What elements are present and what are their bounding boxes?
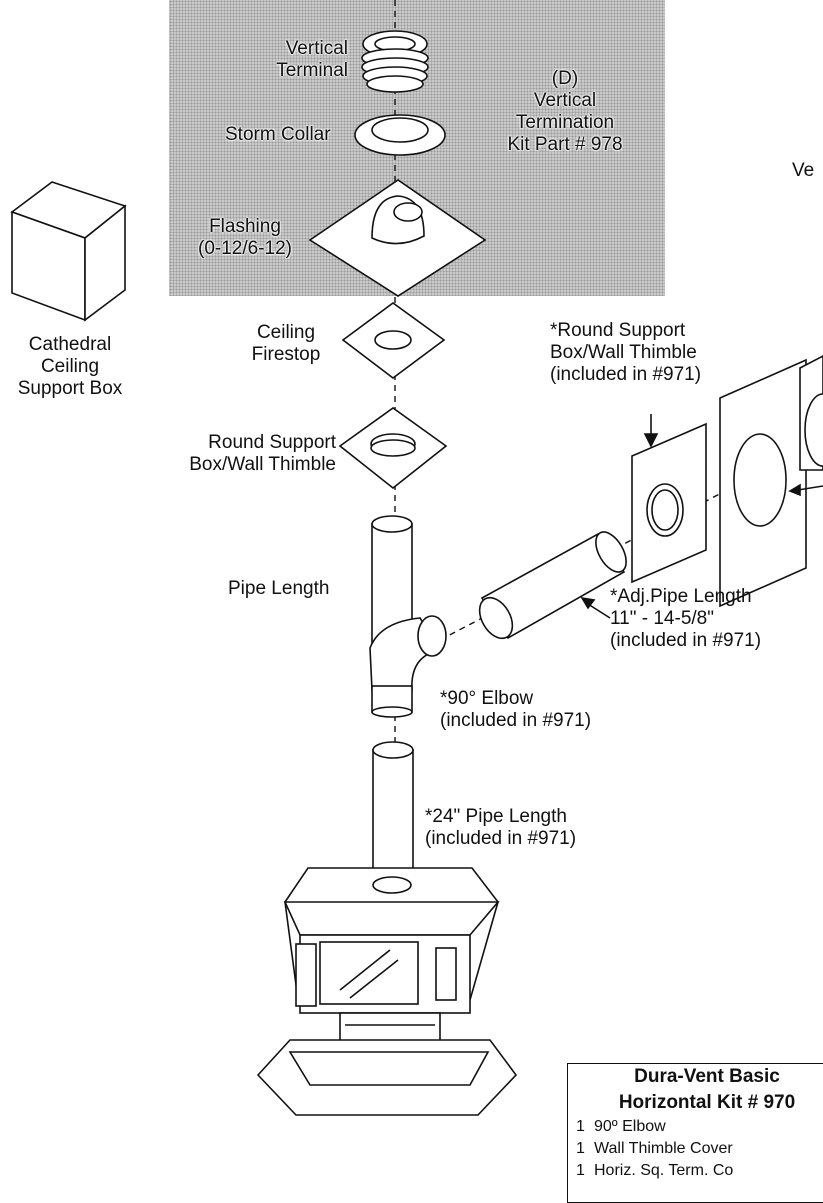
label-ve-partial: Ve bbox=[792, 160, 815, 181]
ceiling-firestop-shape bbox=[341, 302, 446, 380]
kit-row-item: 90º Elbow bbox=[594, 1118, 666, 1135]
wall-thimble-shape bbox=[631, 422, 707, 584]
storm-collar-shape bbox=[354, 114, 446, 156]
arrow-cover bbox=[797, 485, 823, 491]
round-support-shape bbox=[338, 407, 448, 490]
term-cap-partial bbox=[799, 355, 823, 471]
vertical-terminal-shape bbox=[361, 30, 429, 93]
kit-row-item: Wall Thimble Cover bbox=[594, 1140, 733, 1157]
stove-shape bbox=[256, 867, 518, 1116]
kit-row-qty: 1 bbox=[576, 1118, 585, 1135]
elbow-shape bbox=[369, 615, 447, 718]
arrow-adj-pipe bbox=[587, 603, 611, 619]
kit-table-title-2: Horizontal Kit # 970 bbox=[618, 1092, 796, 1113]
kit-table-row: 1 Wall Thimble Cover bbox=[568, 1138, 823, 1160]
kit-table-row: 1 Horiz. Sq. Term. Co bbox=[568, 1160, 823, 1182]
kit-row-qty: 1 bbox=[576, 1140, 585, 1157]
kit-row-qty: 1 bbox=[576, 1162, 585, 1179]
kit-table-row: 1 90º Elbow bbox=[568, 1116, 823, 1138]
label-elbow: *90° Elbow(included in #971) bbox=[440, 688, 592, 731]
label-storm-collar: Storm Collar bbox=[225, 124, 331, 145]
adj-pipe-shape bbox=[478, 531, 627, 640]
cathedral-box-shape bbox=[10, 181, 127, 322]
flashing-shape bbox=[308, 179, 487, 297]
label-pipe-length: Pipe Length bbox=[228, 578, 330, 599]
label-24-pipe: *24" Pipe Length(included in #971) bbox=[425, 806, 577, 849]
kit-table: Dura-Vent Basic Horizontal Kit # 970 1 90… bbox=[567, 1063, 823, 1203]
kit-row-item: Horiz. Sq. Term. Co bbox=[594, 1162, 734, 1179]
wall-cover-shape bbox=[719, 358, 807, 608]
kit-table-title-1: Dura-Vent Basic bbox=[634, 1066, 780, 1087]
label-flashing: Flashing(0-12/6-12) bbox=[198, 216, 292, 259]
